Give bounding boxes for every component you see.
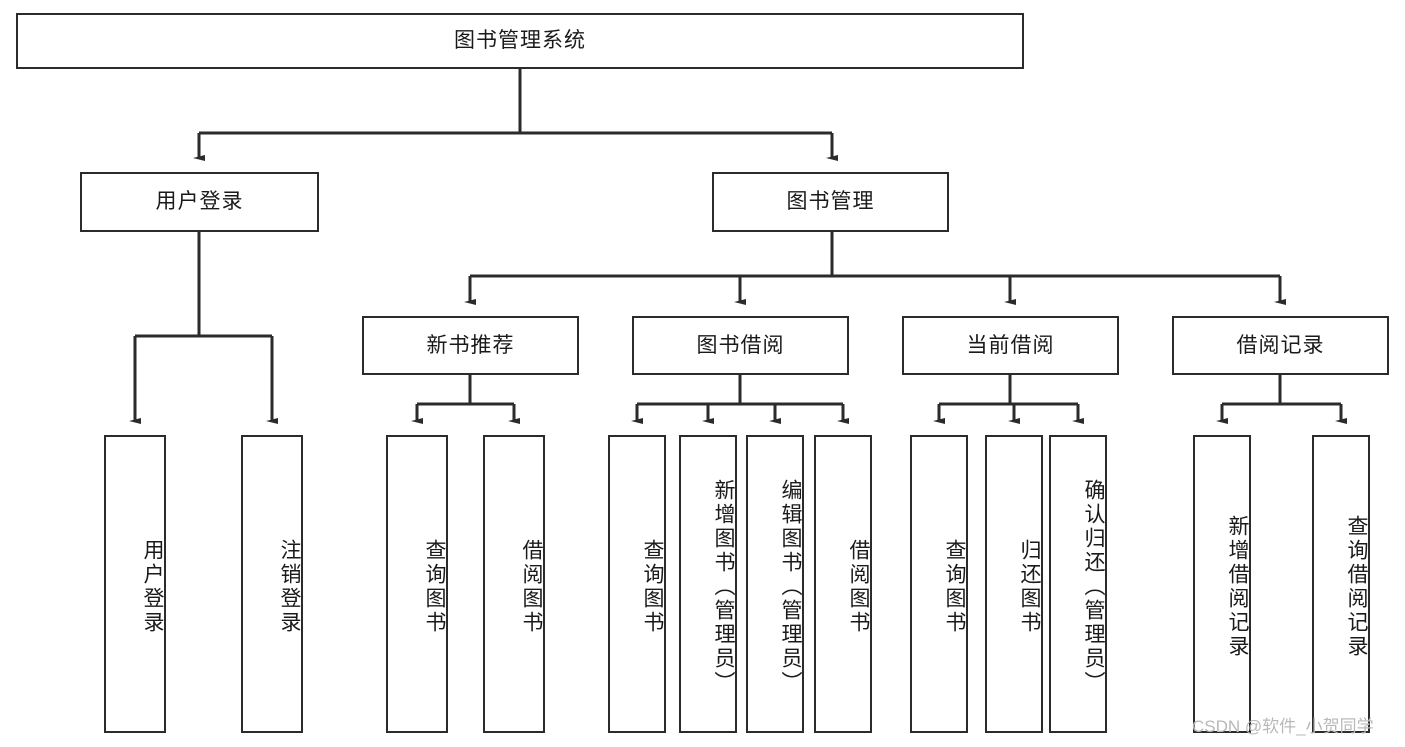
node-label: 新增借阅记录 [1226, 515, 1249, 659]
node-label: 查询图书 [423, 539, 446, 635]
node-leaf-query-borrow-record[interactable]: 查询借阅记录 [1312, 435, 1370, 733]
node-label: 用户登录 [155, 190, 244, 214]
node-label: 用户登录 [141, 539, 164, 635]
node-label: 图书管理 [786, 190, 875, 214]
node-user-login[interactable]: 用户登录 [80, 172, 319, 232]
node-label: 注销登录 [278, 539, 301, 635]
node-label: 归还图书 [1018, 539, 1041, 635]
tree-connectors [129, 69, 1347, 424]
node-label: 借阅图书 [847, 539, 870, 635]
node-label: 新书推荐 [426, 333, 515, 357]
node-label: 确认归还（管理员） [1082, 479, 1105, 695]
node-leaf-user-login[interactable]: 用户登录 [104, 435, 166, 733]
node-label: 借阅图书 [520, 539, 543, 635]
node-root[interactable]: 图书管理系统 [16, 13, 1024, 69]
node-leaf-query-book-2[interactable]: 查询图书 [608, 435, 666, 733]
node-label: 图书借阅 [696, 333, 785, 357]
node-borrow-records[interactable]: 借阅记录 [1172, 316, 1389, 375]
node-leaf-query-book-3[interactable]: 查询图书 [910, 435, 968, 733]
node-leaf-confirm-return-admin[interactable]: 确认归还（管理员） [1049, 435, 1107, 733]
node-leaf-borrow-book-2[interactable]: 借阅图书 [814, 435, 872, 733]
node-label: 查询借阅记录 [1345, 515, 1368, 659]
node-leaf-borrow-book-1[interactable]: 借阅图书 [483, 435, 545, 733]
csdn-watermark: CSDN @软件_小贺同学 [1192, 717, 1374, 736]
node-book-management[interactable]: 图书管理 [712, 172, 949, 232]
node-label: 编辑图书（管理员） [779, 479, 802, 695]
node-label: 当前借阅 [966, 333, 1055, 357]
node-leaf-query-book-1[interactable]: 查询图书 [386, 435, 448, 733]
node-new-book-recommend[interactable]: 新书推荐 [362, 316, 579, 375]
node-leaf-edit-book-admin[interactable]: 编辑图书（管理员） [746, 435, 804, 733]
node-label: 新增图书（管理员） [712, 479, 735, 695]
node-book-borrow[interactable]: 图书借阅 [632, 316, 849, 375]
node-leaf-add-borrow-record[interactable]: 新增借阅记录 [1193, 435, 1251, 733]
node-leaf-add-book-admin[interactable]: 新增图书（管理员） [679, 435, 737, 733]
node-label: 图书管理系统 [454, 29, 586, 53]
node-label: 查询图书 [943, 539, 966, 635]
node-label: 查询图书 [641, 539, 664, 635]
node-label: 借阅记录 [1236, 333, 1325, 357]
node-leaf-return-book[interactable]: 归还图书 [985, 435, 1043, 733]
node-leaf-logout[interactable]: 注销登录 [241, 435, 303, 733]
node-current-borrow[interactable]: 当前借阅 [902, 316, 1119, 375]
